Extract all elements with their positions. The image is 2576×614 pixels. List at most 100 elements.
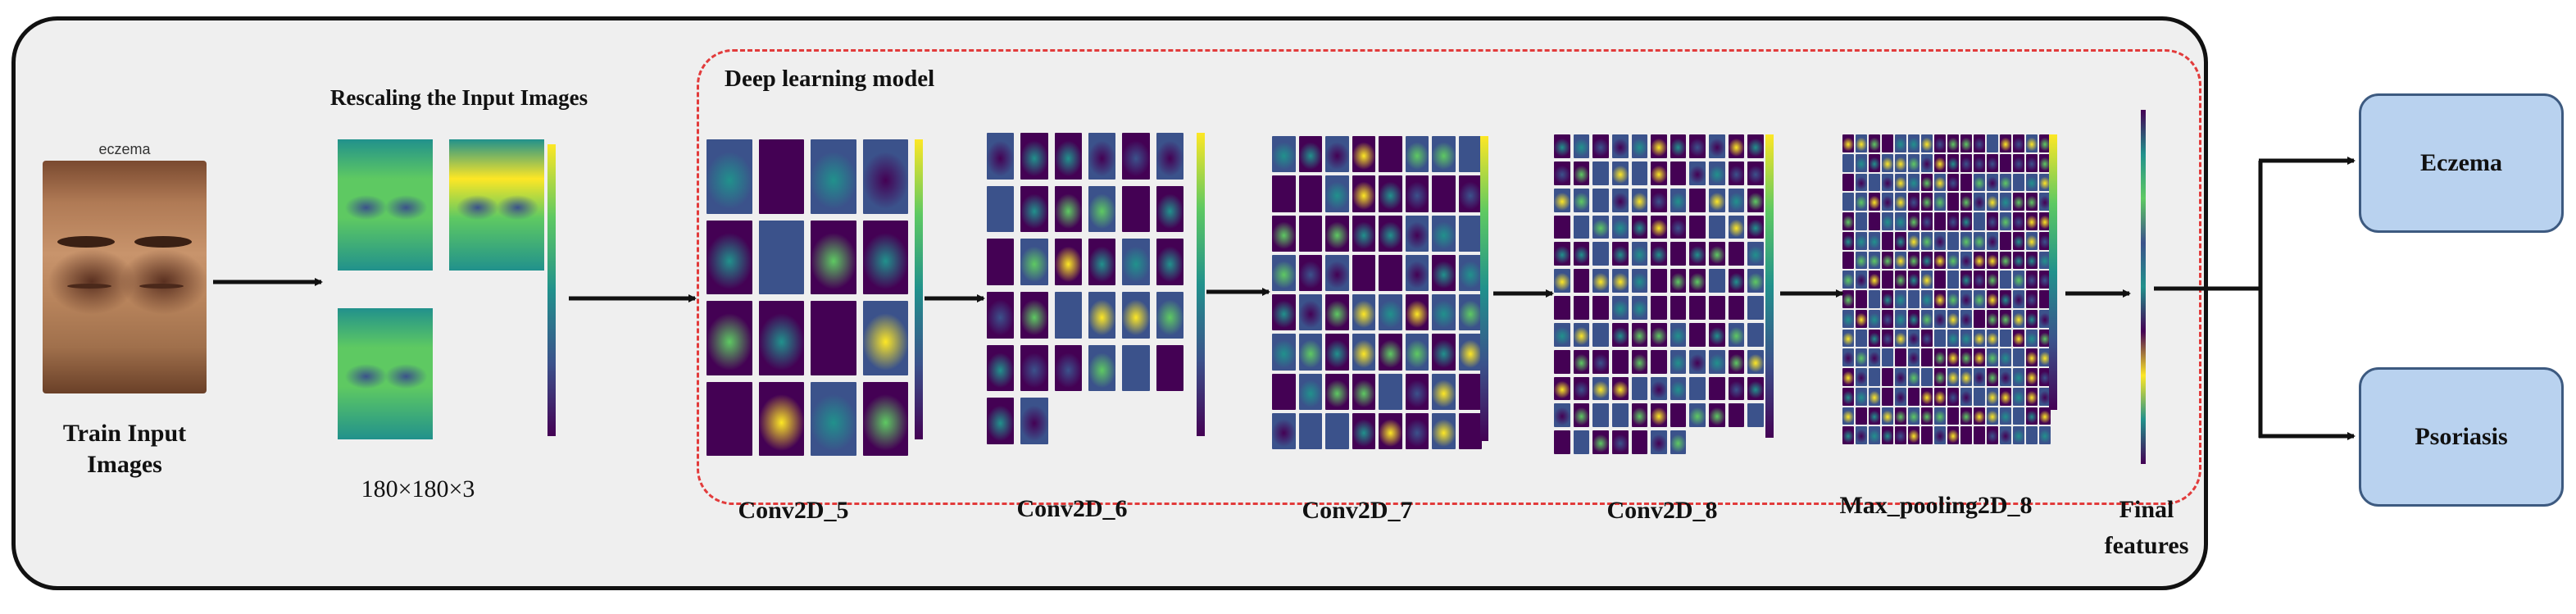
feature-map	[1272, 334, 1296, 371]
feature-map	[1947, 387, 1959, 406]
feature-map	[2013, 134, 2024, 152]
feature-map	[706, 220, 752, 294]
feature-map	[1352, 334, 1375, 371]
feature-map	[2013, 271, 2024, 289]
feature-map	[1908, 290, 1920, 308]
feature-map	[1869, 426, 1880, 444]
feature-map	[1573, 296, 1590, 320]
feature-map	[1689, 296, 1706, 320]
feature-map	[1689, 242, 1706, 266]
feature-map	[1908, 212, 1920, 230]
feature-grid-2	[987, 133, 1184, 444]
feature-map	[1689, 403, 1706, 428]
feature-map	[1947, 231, 1959, 250]
feature-map	[1156, 185, 1184, 233]
feature-map	[1908, 231, 1920, 250]
feature-map	[1974, 134, 1985, 152]
feature-map	[1554, 296, 1570, 320]
feature-map	[1895, 193, 1906, 211]
feature-map	[1611, 376, 1629, 401]
feature-map	[1631, 215, 1648, 239]
feature-map	[1379, 215, 1402, 252]
feature-map	[1573, 188, 1590, 212]
feature-map	[1882, 368, 1893, 386]
feature-map	[1895, 271, 1906, 289]
feature-map	[1156, 239, 1184, 285]
feature-map	[2039, 231, 2051, 250]
feature-map	[1432, 373, 1456, 410]
feature-map	[2013, 251, 2024, 270]
feature-map	[2013, 193, 2024, 211]
feature-map	[1921, 348, 1933, 366]
feature-map	[1020, 239, 1048, 285]
feature-map	[2013, 348, 2024, 366]
feature-map	[1934, 387, 1946, 406]
feature-map	[1651, 161, 1667, 185]
feature-map	[1728, 296, 1745, 320]
feature-map	[1934, 134, 1946, 152]
feature-map	[987, 398, 1015, 444]
feature-map	[1869, 173, 1880, 192]
feature-map	[1631, 188, 1648, 212]
feature-map	[1592, 376, 1609, 401]
feature-map	[1054, 133, 1082, 180]
layer-label-max-pooling: Max_pooling2D_8	[1839, 492, 2033, 519]
feature-map	[1728, 403, 1745, 428]
feature-map	[1947, 368, 1959, 386]
feature-map	[1842, 368, 1854, 386]
feature-map	[1651, 134, 1667, 158]
feature-map	[1869, 329, 1880, 348]
feature-map	[706, 139, 752, 214]
model-title: Deep learning model	[725, 66, 935, 92]
feature-map	[1987, 368, 1998, 386]
feature-map	[1122, 185, 1150, 233]
feature-map	[1458, 412, 1482, 449]
feature-map	[1405, 136, 1429, 173]
feature-map	[1882, 407, 1893, 425]
feature-map	[1709, 403, 1725, 428]
feature-map	[811, 139, 856, 214]
feature-map	[1592, 242, 1609, 266]
feature-map	[1987, 348, 1998, 366]
feature-map	[1554, 188, 1570, 212]
feature-map	[2000, 290, 2011, 308]
feature-map	[2039, 193, 2051, 211]
feature-map	[1987, 309, 1998, 328]
feature-map	[1670, 188, 1687, 212]
feature-map	[987, 292, 1015, 339]
final-features-label: Final features	[2104, 496, 2189, 559]
output-psoriasis-box: Psoriasis	[2359, 367, 2564, 507]
feature-map	[2013, 212, 2024, 230]
feature-map	[1987, 426, 1998, 444]
feature-map	[1947, 153, 1959, 172]
feature-map	[862, 301, 908, 375]
feature-map	[1651, 430, 1667, 454]
feature-map	[1974, 309, 1985, 328]
rescaled-image-2	[449, 139, 544, 271]
feature-map	[1947, 193, 1959, 211]
feature-map	[1747, 269, 1764, 293]
feature-map	[2026, 251, 2038, 270]
feature-map	[1960, 134, 1972, 152]
feature-map	[2000, 426, 2011, 444]
feature-map	[1987, 193, 1998, 211]
feature-map	[1895, 309, 1906, 328]
feature-map	[1895, 329, 1906, 348]
feature-map	[1631, 269, 1648, 293]
feature-map	[1747, 403, 1764, 428]
feature-map	[1895, 153, 1906, 172]
feature-map	[1554, 242, 1570, 266]
feature-map	[758, 301, 804, 375]
feature-map	[1272, 136, 1296, 173]
feature-map	[1592, 403, 1609, 428]
feature-map	[1934, 407, 1946, 425]
feature-map	[1856, 348, 1867, 366]
feature-map	[1856, 407, 1867, 425]
feature-map	[1882, 134, 1893, 152]
feature-map	[1611, 134, 1629, 158]
feature-map	[1960, 251, 1972, 270]
feature-map	[811, 301, 856, 375]
feature-map	[2026, 212, 2038, 230]
feature-map	[2000, 271, 2011, 289]
feature-map	[1670, 296, 1687, 320]
